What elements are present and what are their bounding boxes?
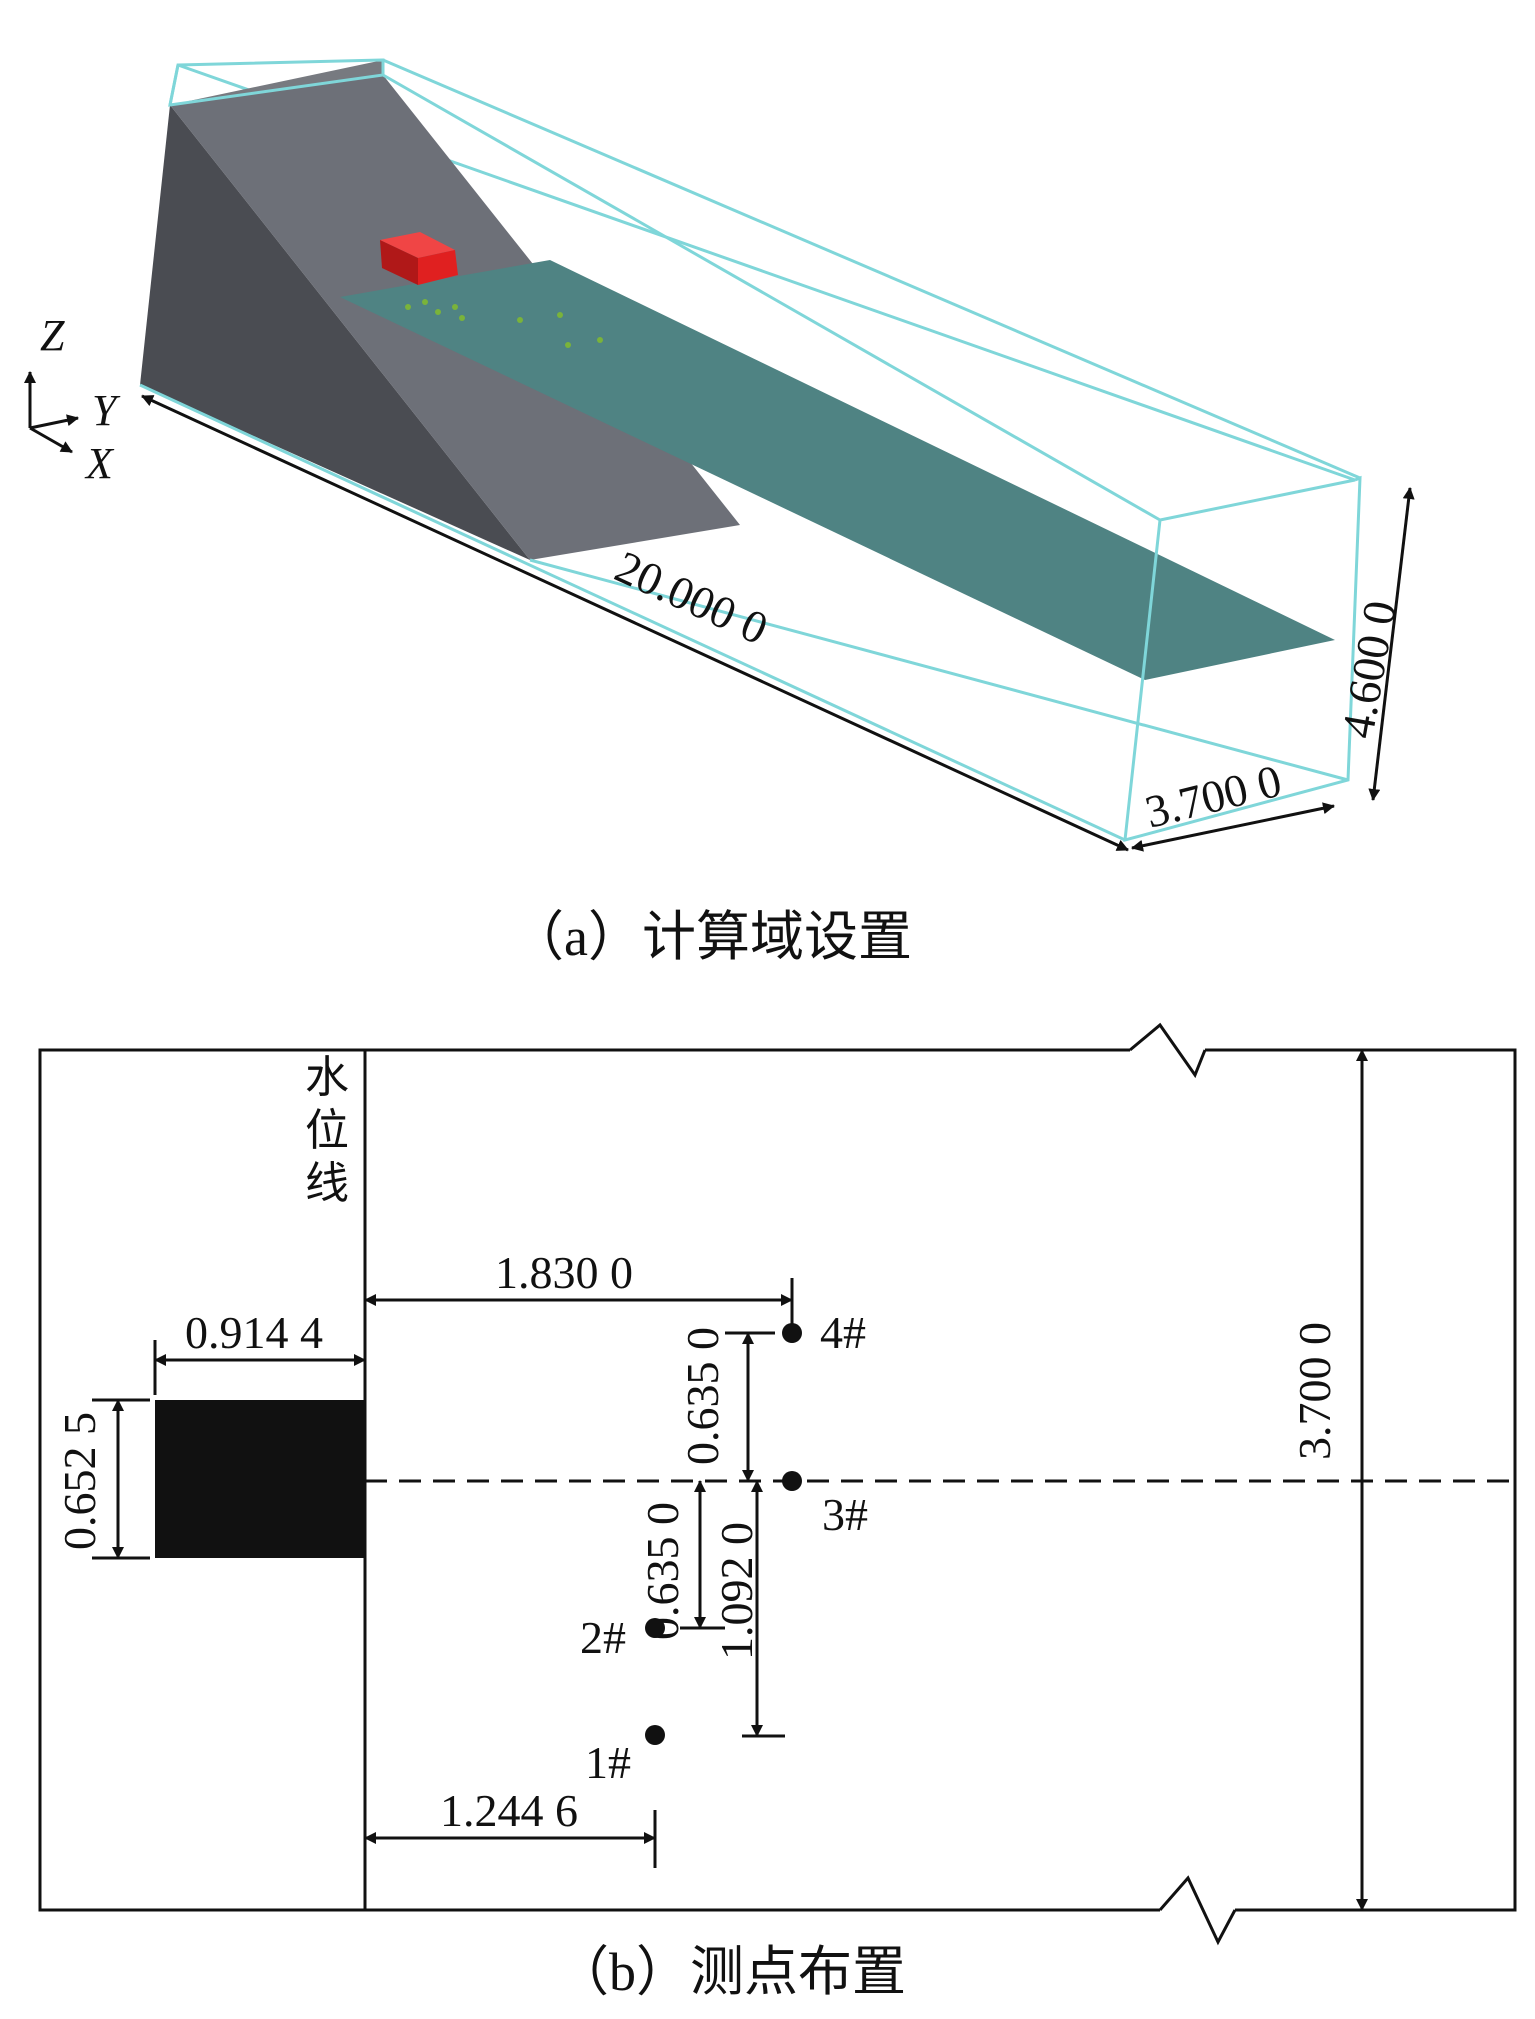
gauge-point-1: 1# [585, 1725, 665, 1788]
block-height-label: 0.652 5 [54, 1412, 105, 1550]
dist-3-4-label: 1.830 0 [495, 1247, 633, 1298]
spacing-lower-label: 0.635 0 [637, 1502, 688, 1640]
water-line-label: 水 位 线 [305, 1053, 349, 1208]
width-dim-label: 3.700 0 [1140, 755, 1286, 838]
dist-1-2-label: 1.244 6 [440, 1785, 578, 1836]
height-dim-line [1368, 487, 1415, 801]
svg-text:线: 线 [305, 1159, 349, 1208]
svg-text:4#: 4# [820, 1307, 866, 1358]
panel-a-caption: （a）计算域设置 [510, 907, 912, 967]
svg-text:2#: 2# [580, 1612, 626, 1663]
length-dim-label: 20.000 0 [608, 541, 776, 655]
panel-b-gauge-layout: 水 位 线 0.914 4 0.652 5 1.830 0 0.635 0 0.… [38, 1022, 1517, 2002]
axis-x-label: X [84, 439, 115, 488]
axis-z-label: Z [40, 311, 65, 360]
height-dim-label: 4.600 0 [1332, 597, 1406, 742]
gauge-point-4: 4# [782, 1307, 866, 1358]
sliding-block [380, 232, 458, 285]
block [155, 1400, 365, 1558]
svg-text:位: 位 [305, 1106, 349, 1155]
slope-top-face [170, 60, 383, 105]
gauge-point-3: 3# [782, 1471, 868, 1540]
block-width-label: 0.914 4 [185, 1307, 323, 1358]
panel-a-computational-domain: Z Y X 20.000 0 3.700 0 4.600 0 （a）计算域设置 [24, 58, 1415, 967]
gauge-point-2: 2# [580, 1612, 665, 1663]
coordinate-triad [24, 371, 79, 454]
length-dim-line [141, 394, 1129, 852]
axis-y-label: Y [92, 386, 121, 435]
svg-text:1#: 1# [585, 1737, 631, 1788]
spacing-upper-label: 0.635 0 [677, 1327, 728, 1465]
channel-width-label: 3.700 0 [1289, 1322, 1340, 1460]
svg-text:3#: 3# [822, 1489, 868, 1540]
break-symbol-top [1129, 1022, 1207, 1079]
panel-b-caption: （b）测点布置 [555, 1942, 906, 2002]
spacing-1-label: 1.092 0 [711, 1522, 762, 1660]
surface-gauge-dots [405, 299, 603, 348]
width-dim-line [1131, 802, 1335, 852]
svg-text:水: 水 [305, 1053, 349, 1102]
break-symbol-bottom [1158, 1875, 1237, 1946]
